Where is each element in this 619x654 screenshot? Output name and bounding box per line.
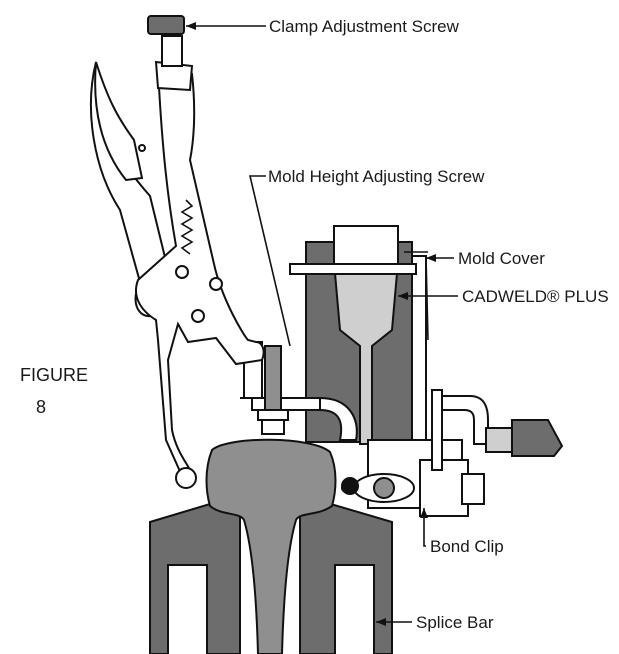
arrowhead-cadweld-plus: [398, 292, 408, 300]
label-mold-height-adjusting-screw: Mold Height Adjusting Screw: [268, 167, 485, 186]
label-clamp-adjustment-screw: Clamp Adjustment Screw: [269, 17, 460, 36]
label-mold-cover: Mold Cover: [458, 249, 545, 268]
label-splice-bar: Splice Bar: [416, 613, 494, 632]
arrowhead-splice-bar: [376, 618, 386, 626]
leader-lines: [186, 22, 458, 626]
bond-clip-assembly: [341, 439, 485, 517]
figure-title-line1: FIGURE: [20, 365, 88, 385]
leader-bond-clip: [423, 508, 426, 547]
rail: [205, 438, 337, 654]
locking-pliers: [89, 15, 265, 489]
mold-height-screw: [257, 345, 289, 435]
splice-bar-left: [149, 493, 241, 654]
label-bond-clip: Bond Clip: [430, 537, 504, 556]
figure-number: 8: [36, 397, 46, 417]
splice-bar-right: [299, 493, 393, 654]
mold-body: [305, 225, 429, 447]
mold-cover: [289, 251, 428, 275]
label-cadweld-plus: CADWELD® PLUS: [462, 287, 609, 306]
arrowhead-mold-cover: [426, 254, 436, 262]
bond-cable: [431, 389, 564, 471]
leader-mold-height-screw: [248, 175, 291, 347]
arrowhead-clamp-screw: [186, 22, 196, 30]
arrowhead-bond-clip: [420, 508, 428, 518]
